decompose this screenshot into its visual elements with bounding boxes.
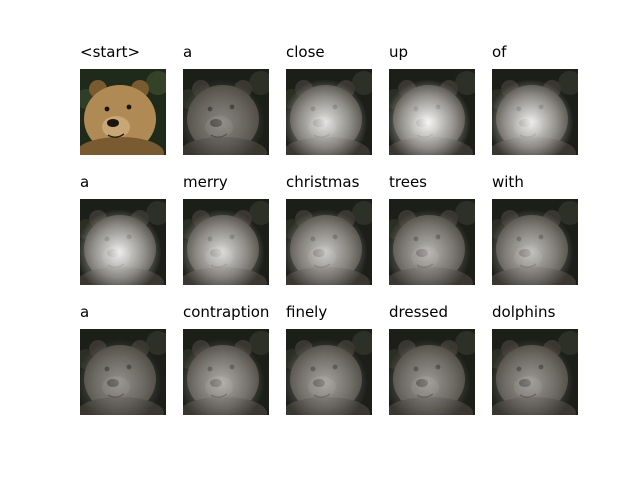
attention-map (80, 329, 166, 415)
attention-map (286, 199, 372, 285)
attention-image (80, 199, 166, 285)
attention-map (389, 69, 475, 155)
attention-image (183, 329, 269, 415)
attention-image (286, 69, 372, 155)
attention-image (389, 329, 475, 415)
attention-image (183, 199, 269, 285)
attention-image (183, 69, 269, 155)
attention-map (492, 69, 578, 155)
attention-map (389, 329, 475, 415)
bear-photo (80, 69, 166, 155)
attention-map (286, 69, 372, 155)
attention-map (286, 329, 372, 415)
caption-word: christmas (286, 173, 360, 191)
caption-word: of (492, 43, 507, 61)
caption-word: close (286, 43, 325, 61)
attention-image (492, 329, 578, 415)
caption-word: with (492, 173, 524, 191)
attention-map (492, 199, 578, 285)
attention-map (492, 329, 578, 415)
attention-map (183, 199, 269, 285)
caption-word: merry (183, 173, 228, 191)
caption-word: finely (286, 303, 328, 321)
attention-image (286, 199, 372, 285)
caption-word: a (80, 303, 90, 321)
attention-image (492, 199, 578, 285)
caption-word: dressed (389, 303, 448, 321)
caption-word: contraption (183, 303, 270, 321)
attention-map (389, 199, 475, 285)
caption-word: a (80, 173, 90, 191)
attention-map (183, 329, 269, 415)
caption-word: <start> (80, 43, 141, 61)
caption-word: dolphins (492, 303, 556, 321)
attention-image (389, 199, 475, 285)
attention-image (80, 329, 166, 415)
attention-image (492, 69, 578, 155)
attention-map (80, 199, 166, 285)
attention-image (389, 69, 475, 155)
caption-word: up (389, 43, 409, 61)
caption-word: trees (389, 173, 427, 191)
original-image (80, 69, 166, 155)
attention-map (183, 69, 269, 155)
caption-word: a (183, 43, 193, 61)
attention-image (286, 329, 372, 415)
